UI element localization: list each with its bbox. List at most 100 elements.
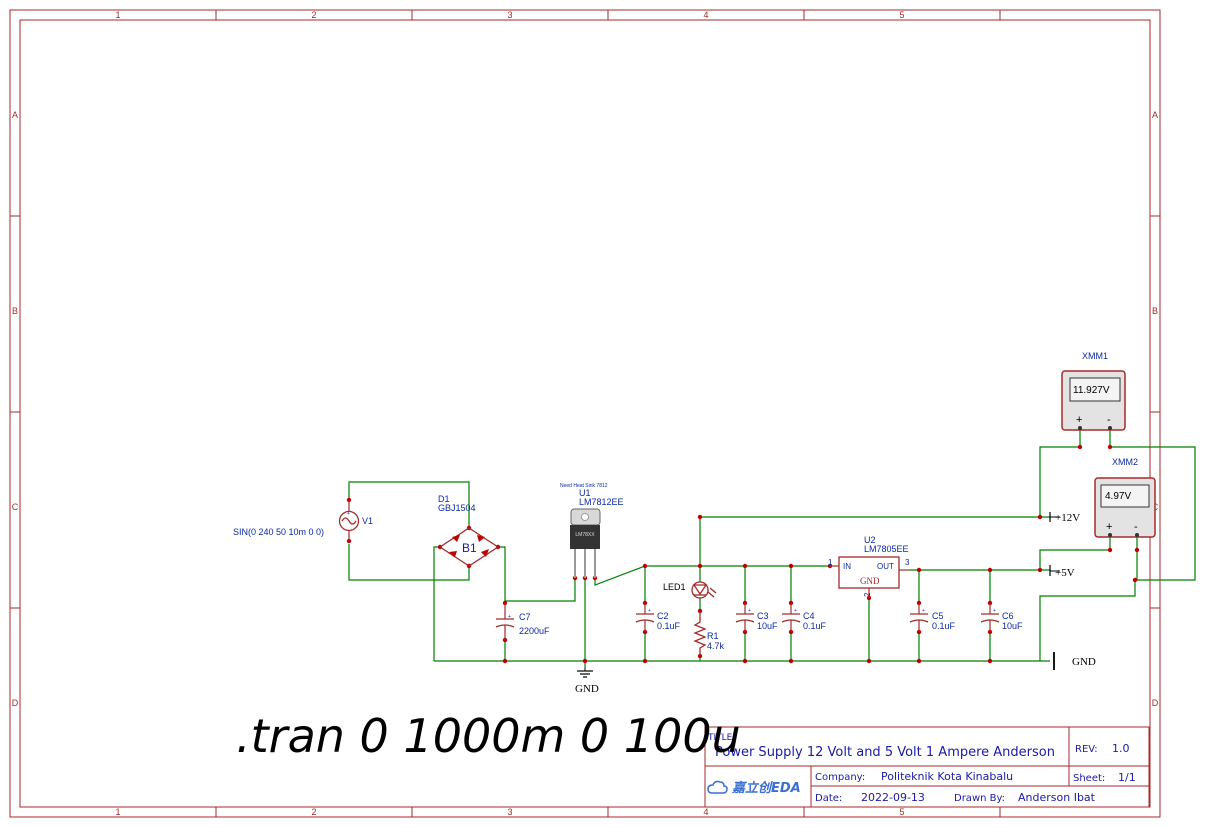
c6-ref: C6 (1002, 611, 1014, 621)
v1-source[interactable]: + V1 SIN(0 240 50 10m 0 0) (233, 500, 373, 541)
u2-value: LM7805EE (864, 544, 909, 554)
u1-body-label: LM78XX (575, 532, 595, 538)
frame-row-label: A (12, 110, 18, 120)
c5-plus-mark: + (922, 608, 925, 614)
xmm1-plus-label: + (1076, 414, 1082, 426)
frame-col-label: 1 (115, 10, 120, 20)
frame-col-label: 4 (703, 10, 708, 20)
c5-capacitor[interactable]: + C5 0.1uF (909, 603, 956, 632)
company-value: Politeknik Kota Kinabalu (881, 770, 1013, 783)
net-12v-text: +12V (1055, 512, 1080, 524)
u1-note: Need Heat Sink 7812 (560, 483, 608, 489)
frame-column-labels-top: 1 2 3 4 5 (115, 10, 904, 20)
d1-body-label: B1 (462, 541, 477, 555)
frame-col-label: 3 (507, 10, 512, 20)
c3-ref: C3 (757, 611, 769, 621)
rev-value: 1.0 (1112, 742, 1130, 755)
frame-col-label: 3 (507, 807, 512, 817)
xmm1-ref: XMM1 (1082, 351, 1108, 361)
c4-plus-mark: + (794, 608, 797, 614)
u2-regulator[interactable]: IN OUT GND 1 3 2 U2 LM7805EE (828, 535, 910, 598)
xmm2-reading: 4.97V (1105, 491, 1131, 502)
xmm2-ref: XMM2 (1112, 457, 1138, 467)
xmm1-reading: 11.927V (1073, 385, 1110, 396)
frame-row-label: B (12, 306, 18, 316)
frame-row-label: B (1152, 306, 1158, 316)
r1-resistor[interactable]: R1 4.7k (693, 611, 725, 656)
frame-row-label: C (12, 502, 19, 512)
xmm2-multimeter[interactable]: 4.97V + - XMM2 (1094, 457, 1156, 538)
xmm2-minus-label: - (1134, 521, 1138, 533)
u1-ref: U1 (579, 488, 591, 498)
c7-value: 2200uF (519, 626, 550, 636)
u2-pin1-num: 1 (828, 558, 833, 567)
eda-logo: 嘉立创EDA (731, 780, 801, 796)
u2-pin2-num: 2 (863, 592, 872, 597)
frame-row-label: A (1152, 110, 1158, 120)
led1-ref: LED1 (663, 582, 686, 592)
frame-row-label: D (1152, 698, 1159, 708)
c2-ref: C2 (657, 611, 669, 621)
c2-capacitor[interactable]: + C2 0.1uF (635, 603, 681, 632)
cloud-icon (707, 780, 728, 794)
xmm1-minus-label: - (1107, 414, 1111, 426)
frame-row-label: D (12, 698, 19, 708)
c7-capacitor[interactable]: + C7 2200uF (495, 603, 550, 640)
c3-plus-mark: + (748, 608, 751, 614)
title-key: TITLE: (707, 733, 735, 743)
xmm1-multimeter[interactable]: 11.927V + - XMM1 (1061, 351, 1126, 431)
c7-plus-mark: + (508, 614, 511, 620)
v1-value: SIN(0 240 50 10m 0 0) (233, 527, 324, 537)
c5-value: 0.1uF (932, 621, 956, 631)
frame-column-labels-bottom: 1 2 3 4 5 (115, 807, 904, 817)
c5-ref: C5 (932, 611, 944, 621)
frame-col-label: 1 (115, 807, 120, 817)
net-label-12v: +12V (1049, 512, 1080, 524)
net-gnd-text: GND (1072, 656, 1096, 668)
frame-col-label: 5 (899, 10, 904, 20)
net-label-gnd: GND (1053, 652, 1096, 670)
d1-bridge-rectifier[interactable]: B1 D1 GBJ1504 (438, 494, 500, 567)
sheet-value: 1/1 (1118, 771, 1136, 784)
u2-pin3-num: 3 (905, 558, 910, 567)
xmm2-plus-label: + (1106, 521, 1112, 533)
rev-key: REV: (1075, 744, 1098, 755)
c6-capacitor[interactable]: + C6 10uF (980, 603, 1023, 632)
c6-plus-mark: + (993, 608, 996, 614)
sheet-key: Sheet: (1073, 773, 1105, 784)
c7-ref: C7 (519, 612, 531, 622)
u1-regulator[interactable]: LM78XX Need Heat Sink 7812 U1 LM7812EE (560, 483, 624, 578)
c3-value: 10uF (757, 621, 778, 631)
u2-pin-in: IN (843, 562, 851, 571)
frame-col-label: 5 (899, 807, 904, 817)
title-value: Power Supply 12 Volt and 5 Volt 1 Ampere… (715, 745, 1055, 760)
frame-col-label: 2 (311, 807, 316, 817)
c4-value: 0.1uF (803, 621, 827, 631)
r1-ref: R1 (707, 631, 719, 641)
c4-ref: C4 (803, 611, 815, 621)
net-5v-text: +5V (1055, 567, 1075, 579)
r1-value: 4.7k (707, 641, 725, 651)
drawn-by-value: Anderson Ibat (1018, 791, 1096, 804)
company-key: Company: (815, 772, 865, 783)
sim-directive: .tran 0 1000m 0 100u (236, 709, 741, 763)
v1-plus-mark: + (347, 511, 350, 517)
ground-symbol: GND (575, 668, 599, 695)
date-key: Date: (815, 793, 842, 804)
net-label-5v: +5V (1049, 565, 1075, 579)
u2-pin-out: OUT (877, 562, 894, 571)
c2-plus-mark: + (648, 608, 651, 614)
led1[interactable]: LED1 (663, 581, 717, 599)
c2-value: 0.1uF (657, 621, 681, 631)
title-block: TITLE: Power Supply 12 Volt and 5 Volt 1… (704, 726, 1150, 808)
c3-capacitor[interactable]: + C3 10uF (735, 603, 778, 632)
d1-ref: D1 (438, 494, 450, 504)
u1-value: LM7812EE (579, 497, 624, 507)
gnd-bottom-label: GND (575, 683, 599, 695)
junctions (346, 444, 1140, 664)
date-value: 2022-09-13 (861, 791, 925, 804)
sheet-frame (9, 9, 1161, 818)
c4-capacitor[interactable]: + C4 0.1uF (781, 603, 827, 632)
u2-ref: U2 (864, 535, 876, 545)
